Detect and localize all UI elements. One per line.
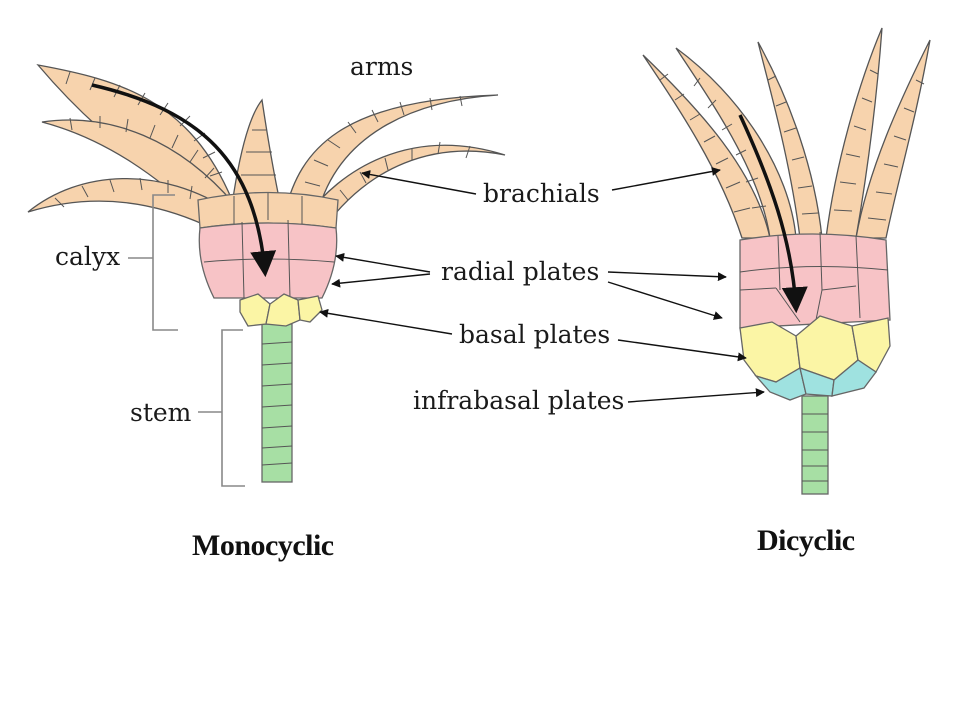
monocyclic-stem [261,323,293,483]
monocyclic-crinoid [27,64,506,483]
infrabasal-plates [754,359,877,401]
radial-leader-right-1 [607,271,727,282]
leader-lines [319,167,765,403]
dicyclic-flow-arrow [738,114,808,314]
radial-leader-left-1 [335,252,431,273]
arm [675,47,797,239]
dicyclic-crinoid [642,27,931,495]
label-basal-plates: basal plates [459,320,610,349]
dicyclic-stem [801,395,829,495]
brachial-sutures [659,69,925,221]
label-radial-plates: radial plates [441,257,599,286]
stem-bracket [198,329,245,487]
dicyclic-arms [642,27,931,239]
basal-plates [239,293,323,327]
stem-column [261,323,293,483]
caption-monocyclic: Monocyclic [192,529,334,562]
brachials-leader-left [361,170,477,195]
label-brachials: brachials [483,179,600,208]
calyx-bracket [128,194,178,331]
columnal-sutures [802,413,828,482]
infrabasal-leader [627,388,765,403]
brachials-leader-right [611,167,721,191]
label-arms: arms [350,52,413,81]
caption-dicyclic: Dicyclic [757,524,855,557]
columnal-sutures [261,341,293,466]
radial-leader-right-2 [607,281,723,320]
arm [231,98,283,213]
basal-leader-right [617,339,747,362]
radial-sutures [739,231,889,323]
basal-leader-left [319,308,453,335]
label-calyx: calyx [55,242,120,271]
arm [757,41,823,239]
basal-plates [739,315,891,383]
arm [825,27,883,239]
label-stem: stem [130,398,192,427]
stem-column [801,395,829,495]
label-infrabasal-plates: infrabasal plates [413,386,624,415]
monocyclic-flow-arrow [91,83,277,278]
brachial-sutures [54,71,471,208]
radial-leader-left-2 [331,273,431,288]
arm [855,39,931,239]
radial-plates [739,233,891,329]
brachial-ring-sutures [233,193,303,224]
